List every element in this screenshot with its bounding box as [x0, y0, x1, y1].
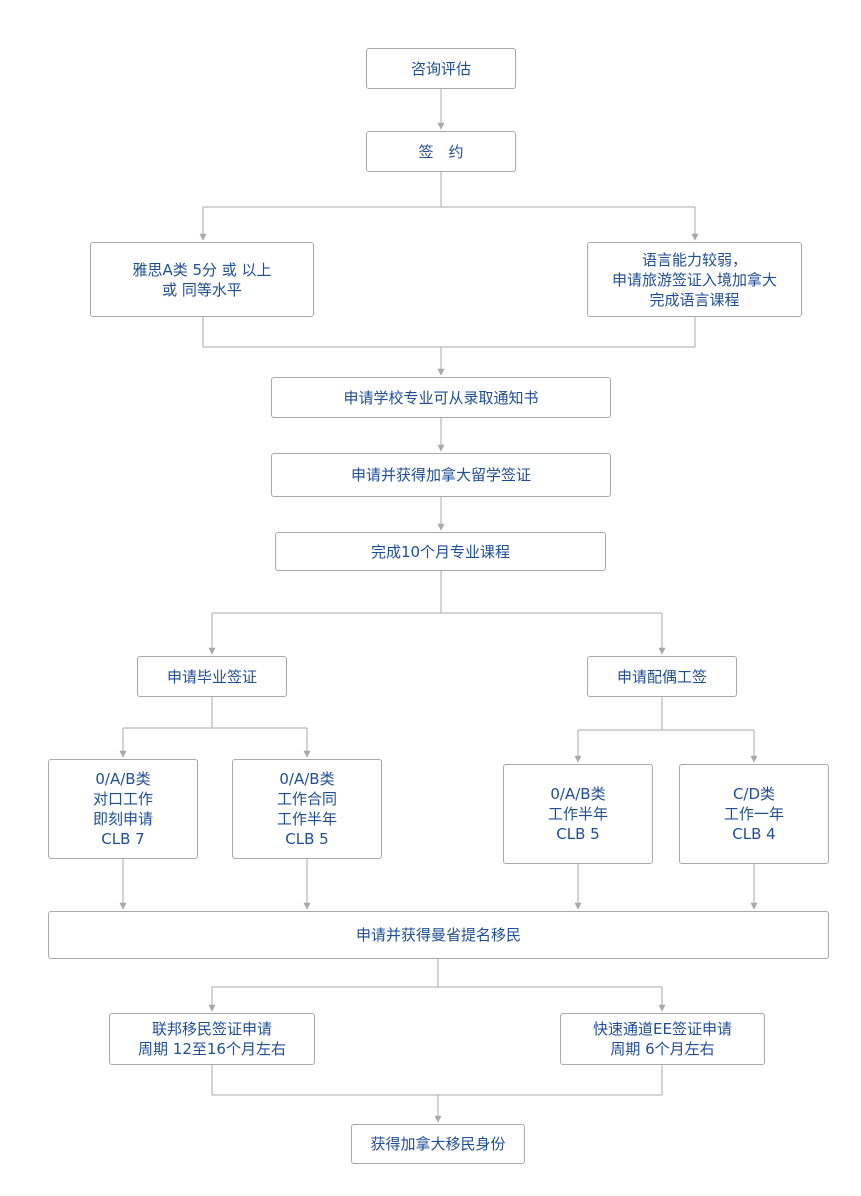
- node-label: 0/A/B类: [550, 785, 606, 803]
- node-label: CLB 5: [285, 830, 329, 848]
- node-label: 工作一年: [723, 805, 784, 823]
- node-label: 雅思A类 5分 或 以上: [132, 260, 272, 279]
- node-apply-school: 申请学校专业可从录取通知书: [271, 377, 611, 418]
- node-weak-language: 语言能力较弱， 申请旅游签证入境加拿大 完成语言课程: [587, 242, 802, 317]
- node-label: 周期 6个月左右: [610, 1040, 715, 1058]
- node-label: 获得加拿大移民身份: [370, 1135, 506, 1153]
- node-grad-visa: 申请毕业签证: [137, 656, 287, 697]
- node-label: 0/A/B类: [95, 770, 151, 788]
- node-study-visa: 申请并获得加拿大留学签证: [271, 453, 611, 497]
- node-label: CLB 4: [732, 825, 776, 843]
- node-label: 签 约: [418, 142, 464, 161]
- node-label: 周期 12至16个月左右: [138, 1040, 286, 1058]
- node-grad-option-2: 0/A/B类 工作合同 工作半年 CLB 5: [232, 759, 382, 859]
- node-label: 联邦移民签证申请: [151, 1020, 272, 1038]
- node-sign: 签 约: [366, 131, 516, 172]
- node-label: CLB 7: [101, 830, 145, 848]
- node-label: 完成语言课程: [649, 290, 740, 309]
- node-federal-visa: 联邦移民签证申请 周期 12至16个月左右: [109, 1013, 315, 1065]
- node-permanent-residence: 获得加拿大移民身份: [351, 1124, 525, 1164]
- node-label: 工作半年: [547, 805, 608, 823]
- node-grad-option-1: 0/A/B类 对口工作 即刻申请 CLB 7: [48, 759, 198, 859]
- node-label: 快速通道EE签证申请: [593, 1020, 732, 1038]
- node-spouse-visa: 申请配偶工签: [587, 656, 737, 697]
- node-label: 申请并获得曼省提名移民: [355, 926, 521, 944]
- node-label: 咨询评估: [410, 59, 471, 78]
- node-label: C/D类: [732, 785, 776, 803]
- node-label: 申请学校专业可从录取通知书: [343, 388, 539, 407]
- node-manitoba-nomination: 申请并获得曼省提名移民: [48, 911, 829, 959]
- node-label: 语言能力较弱，: [641, 250, 747, 269]
- node-express-entry: 快速通道EE签证申请 周期 6个月左右: [560, 1013, 765, 1065]
- node-spouse-option-1: 0/A/B类 工作半年 CLB 5: [503, 764, 653, 864]
- node-spouse-option-2: C/D类 工作一年 CLB 4: [679, 764, 829, 864]
- node-label: 或 同等水平: [162, 280, 242, 299]
- node-label: 申请配偶工签: [616, 667, 707, 686]
- node-label: CLB 5: [556, 825, 600, 843]
- node-label: 申请旅游签证入境加拿大: [611, 270, 777, 289]
- node-label: 完成10个月专业课程: [370, 542, 511, 561]
- node-label: 工作半年: [276, 810, 337, 828]
- node-label: 申请毕业签证: [166, 667, 257, 686]
- node-ielts: 雅思A类 5分 或 以上 或 同等水平: [90, 242, 314, 317]
- node-label: 工作合同: [276, 790, 337, 808]
- node-label: 即刻申请: [92, 810, 153, 828]
- node-label: 0/A/B类: [279, 770, 335, 788]
- node-label: 申请并获得加拿大留学签证: [350, 466, 531, 484]
- node-label: 对口工作: [92, 790, 153, 808]
- node-course: 完成10个月专业课程: [275, 532, 606, 571]
- node-consult: 咨询评估: [366, 48, 516, 89]
